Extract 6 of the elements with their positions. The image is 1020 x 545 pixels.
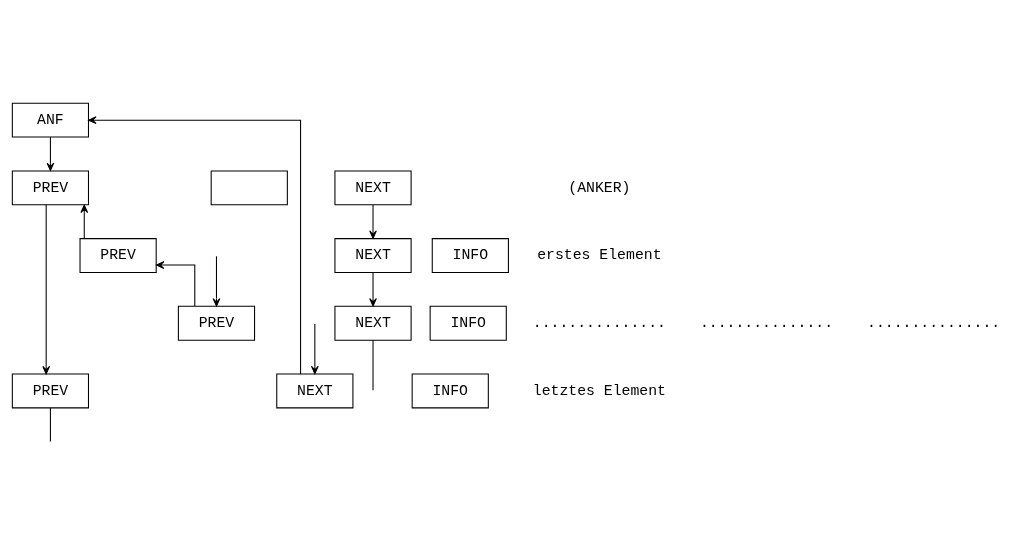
label: ............... bbox=[532, 314, 666, 331]
label: (ANKER) bbox=[568, 179, 631, 196]
label: ............... bbox=[699, 314, 834, 331]
label: erstes Element bbox=[537, 246, 662, 263]
label: letztes Element bbox=[532, 382, 666, 399]
label: ............... bbox=[867, 314, 1001, 331]
